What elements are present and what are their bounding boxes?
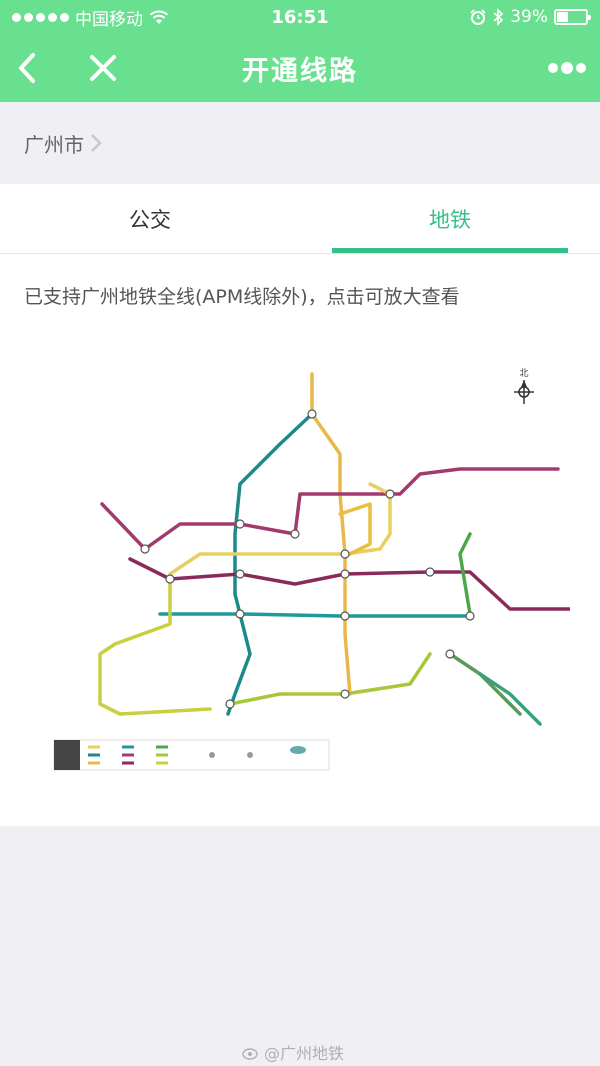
north-label: 北 — [519, 368, 528, 379]
city-label: 广州市 — [24, 132, 84, 157]
metro-line-13 — [448, 652, 522, 716]
map-station — [425, 567, 435, 577]
metro-line-2 — [226, 412, 314, 716]
metro-line-central-loop — [338, 502, 372, 556]
map-station — [465, 611, 475, 621]
close-button[interactable] — [80, 45, 126, 91]
map-station — [307, 409, 317, 419]
map-station — [340, 549, 350, 559]
more-dots-icon — [548, 62, 586, 74]
chevron-right-icon — [91, 134, 102, 152]
map-station — [235, 519, 245, 529]
map-station — [235, 569, 245, 579]
metro-line-8 — [158, 612, 472, 618]
carrier-name: 中国移动 — [75, 9, 143, 30]
wifi-icon — [149, 10, 169, 24]
status-bar: 中国移动 16:51 39% — [0, 0, 600, 34]
map-station — [385, 489, 395, 499]
metro-line-guangfo — [98, 582, 212, 716]
metro-map-image[interactable]: 北 — [40, 354, 570, 774]
weibo-watermark: @广州地铁 — [242, 1040, 344, 1064]
map-station — [340, 689, 350, 699]
transport-tabs: 公交 地铁 — [0, 184, 600, 254]
metro-line-14 — [478, 672, 542, 726]
nav-bar: 开通线路 — [0, 34, 600, 102]
map-station — [225, 699, 235, 709]
back-button[interactable] — [4, 45, 50, 91]
map-station — [445, 649, 455, 659]
map-station — [140, 544, 150, 554]
metro-line-3 — [310, 372, 352, 696]
metro-line-5 — [128, 557, 570, 611]
metro-content: 已支持广州地铁全线(APM线除外)，点击可放大查看 北 — [0, 254, 600, 826]
weibo-icon — [242, 1048, 258, 1060]
alarm-icon — [470, 9, 486, 25]
battery-fill — [557, 12, 568, 22]
battery-percent: 39% — [510, 7, 548, 27]
metro-line-4 — [228, 652, 432, 706]
metro-line-6 — [100, 467, 560, 551]
watermark-text: @广州地铁 — [264, 1044, 345, 1063]
battery-icon — [554, 9, 591, 25]
metro-line-7 — [458, 532, 472, 616]
map-station — [340, 569, 350, 579]
metro-line-1 — [168, 482, 392, 576]
back-chevron-icon — [19, 53, 35, 83]
more-button[interactable] — [544, 45, 590, 91]
map-station — [165, 574, 175, 584]
map-legend — [53, 739, 330, 771]
city-selector[interactable]: 广州市 — [0, 102, 600, 184]
tab-metro[interactable]: 地铁 — [300, 184, 600, 253]
bluetooth-icon — [493, 8, 504, 26]
map-station — [340, 611, 350, 621]
support-notice: 已支持广州地铁全线(APM线除外)，点击可放大查看 — [24, 286, 460, 308]
close-icon — [90, 55, 116, 81]
map-station — [290, 529, 300, 539]
signal-strength-icon — [12, 12, 69, 22]
map-station — [235, 609, 245, 619]
tab-bus[interactable]: 公交 — [129, 207, 171, 232]
north-compass-icon: 北 — [514, 368, 534, 404]
